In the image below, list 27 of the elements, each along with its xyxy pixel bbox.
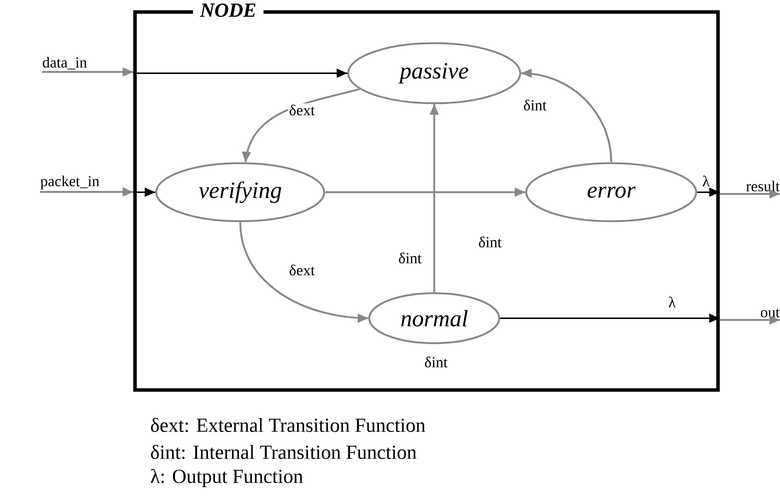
port-label: result — [746, 180, 780, 192]
edge-label: δint — [524, 100, 547, 110]
edge-label: λ — [668, 296, 676, 308]
edge-label: δint — [398, 252, 422, 264]
arrow — [42, 67, 134, 77]
edge-label: λ — [702, 176, 710, 186]
legend-text: δext: External Transition Function — [151, 418, 426, 432]
edge-label: δext — [290, 264, 315, 276]
arrow — [133, 188, 156, 197]
arrow — [239, 222, 368, 323]
transition-label: δint — [424, 356, 448, 368]
edge-label: δext — [290, 104, 315, 116]
port-label: data_in — [42, 56, 87, 70]
arrow — [325, 188, 526, 197]
legend-text: δint: Internal Transition Function — [151, 444, 416, 460]
port-label: packet_in — [40, 176, 100, 190]
arrow — [133, 68, 348, 78]
legend-text: λ: Output Function — [150, 468, 303, 488]
arrow — [697, 188, 720, 197]
arrow — [242, 88, 360, 163]
arrow — [521, 68, 612, 162]
edge-label: δint — [478, 236, 502, 248]
arrow — [500, 314, 720, 323]
arrow — [720, 189, 780, 199]
arrow — [720, 315, 780, 325]
arrow — [40, 187, 134, 197]
arrow — [430, 104, 439, 292]
